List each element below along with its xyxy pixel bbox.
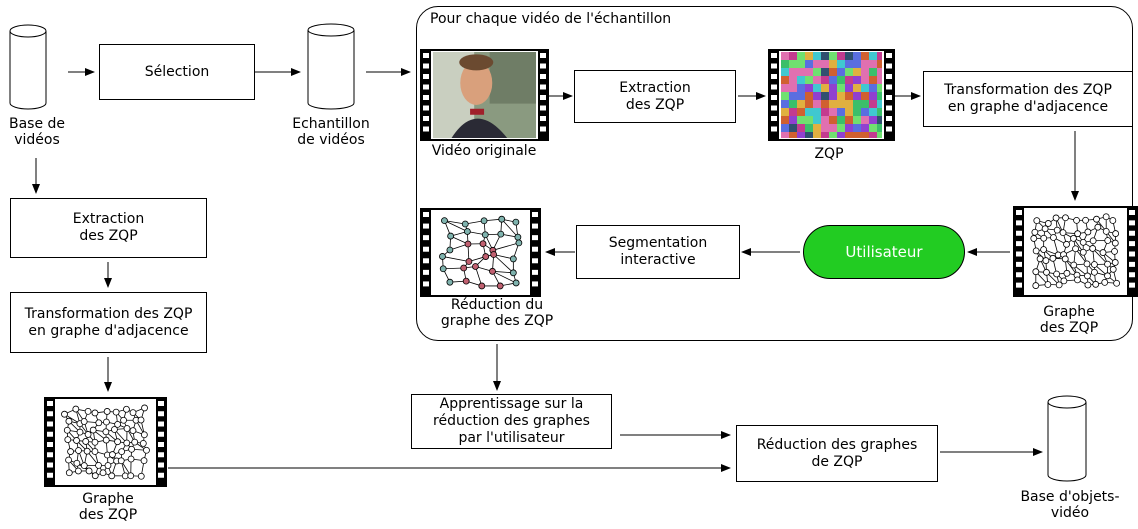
connectors xyxy=(32,68,1079,472)
transformation-left-box: Transformation des ZQP en graphe d'adjac… xyxy=(10,292,207,353)
film-frame-graphe-right xyxy=(1013,206,1138,297)
database-icon-base-videos xyxy=(9,24,47,110)
segmentation-box: Segmentation interactive xyxy=(576,225,740,279)
selection-box: Sélection xyxy=(99,44,255,100)
base-videos-label: Base de vidéos xyxy=(8,116,66,148)
graphe-left-label: Graphe des ZQP xyxy=(78,491,138,523)
extraction-top-box: Extraction des ZQP xyxy=(574,70,736,123)
reduction-graphes-box: Réduction des graphes de ZQP xyxy=(736,425,938,482)
film-frame-reduction xyxy=(420,208,541,297)
database-icon-echantillon xyxy=(307,23,355,110)
per-video-region xyxy=(416,6,1133,341)
film-frame-zqp xyxy=(768,49,895,141)
graphe-right-label: Graphe des ZQP xyxy=(1039,304,1099,336)
transformation-right-box: Transformation des ZQP en graphe d'adjac… xyxy=(923,71,1133,127)
apprentissage-box: Apprentissage sur la réduction des graph… xyxy=(411,394,612,449)
film-frame-video-originale xyxy=(420,49,549,141)
database-icon-base-objets xyxy=(1047,395,1087,482)
film-frame-graphe-left xyxy=(44,397,167,487)
utilisateur-node: Utilisateur xyxy=(803,225,965,279)
zqp-label: ZQP xyxy=(814,146,844,162)
region-title: Pour chaque vidéo de l'échantillon xyxy=(430,11,672,27)
extraction-left-box: Extraction des ZQP xyxy=(10,198,207,258)
reduction-graphe-label: Réduction du graphe des ZQP xyxy=(440,297,554,329)
base-objets-label: Base d'objets- vidéo xyxy=(1020,489,1120,521)
echantillon-label: Echantillon de vidéos xyxy=(292,116,370,148)
video-originale-label: Vidéo originale xyxy=(431,143,537,159)
